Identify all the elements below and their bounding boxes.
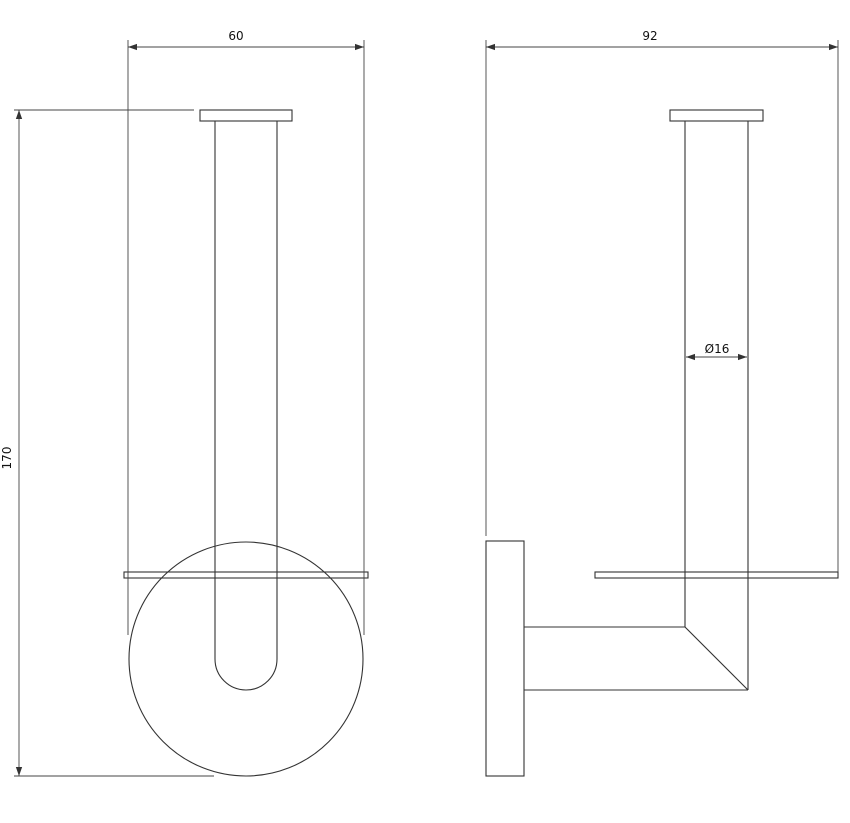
side-plate [594, 571, 839, 579]
side-depth-label: 92 [642, 29, 657, 43]
front-height-label: 170 [0, 447, 14, 470]
front-view: 60 170 [0, 29, 369, 777]
side-diameter-label: Ø16 [705, 342, 730, 356]
front-rod [214, 121, 278, 691]
front-top-cap [199, 109, 293, 122]
side-view: 92 Ø16 [485, 29, 839, 777]
side-arm-miter [684, 626, 749, 691]
front-width-label: 60 [228, 29, 243, 43]
side-top-cap [669, 109, 764, 122]
side-wall-base [485, 540, 525, 777]
front-plate [123, 571, 369, 579]
front-rosette-circle [128, 541, 364, 777]
